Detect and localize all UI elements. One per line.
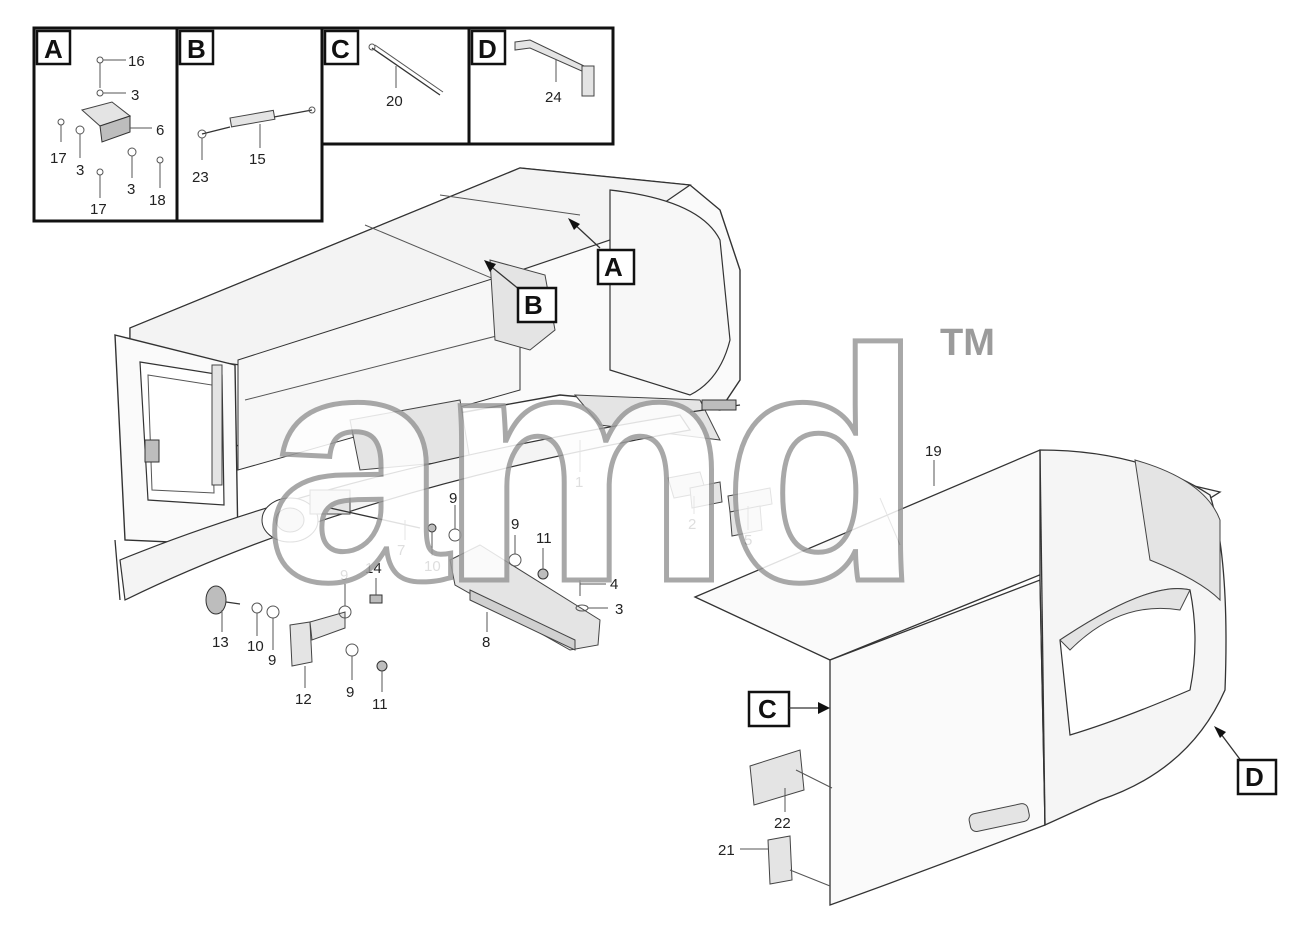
callout-b-letter: B (524, 290, 543, 320)
label-b-23: 23 (192, 169, 209, 186)
detail-box-b-letter: B (187, 34, 206, 64)
callout-b: B (484, 260, 558, 324)
detail-box-c-letter: C (331, 34, 350, 64)
support-rod-detail-drawing (368, 43, 444, 96)
loose-parts (205, 440, 773, 692)
callout-d: D (1214, 726, 1278, 796)
label-8: 8 (482, 634, 490, 651)
watermark-text: amd (265, 281, 914, 650)
label-a-6: 6 (156, 122, 164, 139)
callout-c: C (747, 690, 830, 728)
callout-a: A (568, 218, 636, 286)
label-13: 13 (212, 634, 229, 651)
label-7: 7 (397, 542, 405, 559)
side-door-assembly (693, 449, 1227, 906)
label-a-18: 18 (149, 192, 166, 209)
label-4: 4 (610, 576, 618, 593)
watermark-logo: amd TM (263, 279, 995, 653)
label-3: 3 (615, 601, 623, 618)
label-11-b: 11 (372, 696, 388, 713)
label-9-c: 9 (340, 567, 348, 584)
label-11-a: 11 (536, 530, 552, 547)
label-5: 5 (744, 532, 752, 549)
label-9-e: 9 (346, 684, 354, 701)
hinge-detail-drawing (57, 56, 164, 198)
label-a-3-top: 3 (131, 87, 139, 104)
detail-box-a-letter: A (44, 34, 63, 64)
detail-box-d-letter: D (478, 34, 497, 64)
label-10-b: 10 (247, 638, 264, 655)
bracket-detail-drawing (514, 39, 595, 97)
label-19: 19 (925, 443, 942, 460)
label-a-3-mid: 3 (76, 162, 84, 179)
label-d-24: 24 (545, 89, 562, 106)
label-b-15: 15 (249, 151, 266, 168)
engine-hood-assembly (114, 167, 741, 601)
label-c-20: 20 (386, 93, 403, 110)
label-9-a: 9 (449, 490, 457, 507)
label-9-d: 9 (268, 652, 276, 669)
label-21: 21 (718, 842, 735, 859)
label-a-17-bottom: 17 (90, 201, 107, 218)
label-9-b: 9 (511, 516, 519, 533)
label-12: 12 (295, 691, 312, 708)
watermark-tm: TM (940, 322, 995, 364)
label-2: 2 (688, 516, 696, 533)
part-labels: 1 2 3 4 5 7 8 9 9 9 9 9 10 10 11 11 12 1… (212, 443, 942, 859)
callout-d-letter: D (1245, 762, 1264, 792)
detail-boxes: A B C D 16 3 6 (32, 26, 615, 223)
label-a-3-right: 3 (127, 181, 135, 198)
label-10-a: 10 (424, 558, 441, 575)
label-22: 22 (774, 815, 791, 832)
callout-a-letter: A (604, 252, 623, 282)
label-14: 14 (365, 560, 382, 577)
gas-strut-detail-drawing (197, 106, 316, 160)
label-1: 1 (575, 474, 583, 491)
label-a-16: 16 (128, 53, 145, 70)
callout-c-letter: C (758, 694, 777, 724)
label-a-17-left: 17 (50, 150, 67, 167)
